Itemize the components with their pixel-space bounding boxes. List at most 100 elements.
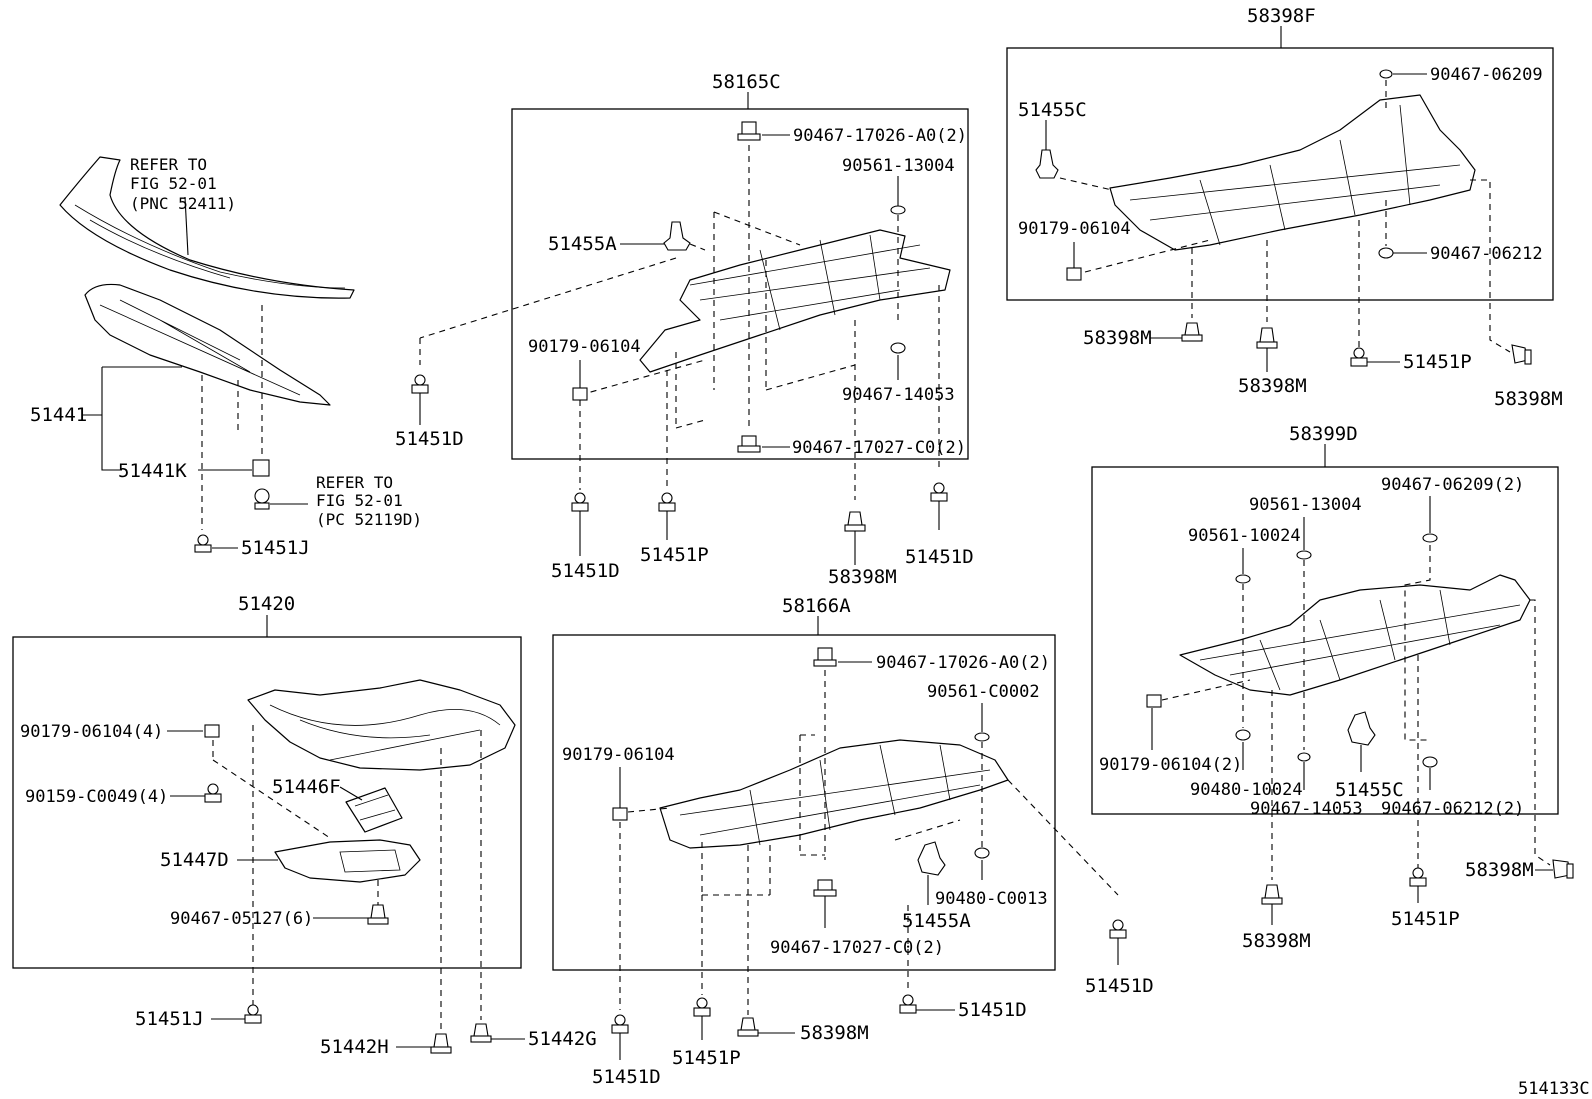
part-label-51455C-b: 51455C <box>1335 779 1404 801</box>
pin-icon <box>1261 884 1283 905</box>
clip-icon <box>1347 711 1376 746</box>
part-label-51451D-e: 51451D <box>1085 975 1154 997</box>
part-label-90179-06104-4: 90179-06104(4) <box>20 722 163 742</box>
refer-pc-label-2: (PC 52119D) <box>316 510 422 529</box>
group-label-58398F: 58398F <box>1247 5 1316 27</box>
diagram-id-label: 514133C <box>1518 1079 1590 1099</box>
nut-icon <box>1379 69 1393 79</box>
part-label-90467-05127-6: 90467-05127(6) <box>170 909 313 929</box>
part-label-90467-17026-A0-2-b: 90467-17026-A0(2) <box>876 653 1050 673</box>
nut-icon <box>1296 550 1312 560</box>
part-label-90467-06212-2: 90467-06212(2) <box>1381 799 1524 819</box>
pin-icon <box>737 1017 759 1037</box>
refer-label: REFER TO <box>130 155 207 174</box>
part-label-90467-14053: 90467-14053 <box>842 385 955 405</box>
nut-icon <box>890 205 906 215</box>
group-label-58165C: 58165C <box>712 71 781 93</box>
pin-icon <box>367 904 389 925</box>
bolt-icon <box>254 488 270 510</box>
part-label-51451P-d: 51451P <box>672 1047 741 1069</box>
under-cover-58398F-part <box>1109 94 1476 251</box>
grommet-icon <box>813 647 837 667</box>
bolt-icon <box>571 492 589 512</box>
part-label-51442G: 51442G <box>528 1028 597 1050</box>
part-label-58398M-f: 58398M <box>1465 859 1534 881</box>
part-label-90467-06212: 90467-06212 <box>1430 244 1543 264</box>
bolt-icon <box>611 1014 629 1034</box>
clip-icon <box>917 841 946 876</box>
part-label-51451P-c: 51451P <box>1391 908 1460 930</box>
nut-icon <box>1297 752 1311 762</box>
part-label-90467-06209: 90467-06209 <box>1430 65 1543 85</box>
part-label-51442H: 51442H <box>320 1036 389 1058</box>
group-label-51420: 51420 <box>238 593 295 615</box>
nut-icon <box>1235 729 1251 741</box>
part-label-90561-10024: 90561-10024 <box>1188 526 1301 546</box>
part-label-90179-06104-e: 90179-06104 <box>562 745 675 765</box>
pin-icon <box>1511 344 1532 365</box>
bolt-icon <box>204 783 222 803</box>
group-label-58399D: 58399D <box>1289 423 1358 445</box>
grommet-icon <box>737 121 761 141</box>
part-label-51446F: 51446F <box>272 776 341 798</box>
part-label-51455C-a: 51455C <box>1018 99 1087 121</box>
part-label-90467-06209-2: 90467-06209(2) <box>1381 475 1524 495</box>
part-label-90179-06104: 90179-06104 <box>528 337 641 357</box>
clip-icon <box>252 459 270 477</box>
grommet-icon <box>813 879 837 897</box>
bolt-icon <box>1109 919 1127 939</box>
part-label-51451D-a: 51451D <box>395 428 464 450</box>
part-label-58398M-a: 58398M <box>828 566 897 588</box>
part-label-90467-14053-b: 90467-14053 <box>1250 799 1363 819</box>
part-label-51451D-c: 51451D <box>905 546 974 568</box>
grommet-icon <box>737 435 761 453</box>
clip-icon <box>612 807 628 821</box>
bolt-icon <box>658 492 676 512</box>
part-label-51447D: 51447D <box>160 849 229 871</box>
under-cover-58166A-part <box>659 739 1009 849</box>
part-label-90480-C0013: 90480-C0013 <box>935 889 1048 909</box>
part-label-58398M-d: 58398M <box>1494 388 1563 410</box>
bolt-icon <box>693 997 711 1017</box>
part-label-90561-13004: 90561-13004 <box>842 156 955 176</box>
clip-icon <box>1035 149 1059 179</box>
nut-icon <box>1422 756 1438 768</box>
part-label-90467-17026-A0-2: 90467-17026-A0(2) <box>793 126 967 146</box>
part-label-51451P-a: 51451P <box>640 544 709 566</box>
part-label-51451J: 51451J <box>241 537 310 559</box>
bolt-icon <box>930 482 948 502</box>
nut-icon <box>974 732 990 742</box>
part-label-90179-06104-b: 90179-06104 <box>1018 219 1131 239</box>
pin-icon <box>470 1023 492 1043</box>
part-label-51451J-b: 51451J <box>135 1008 204 1030</box>
part-label-90467-17027-C0-2-b: 90467-17027-C0(2) <box>770 938 944 958</box>
under-cover-58399D-part <box>1179 574 1531 696</box>
part-label-90179-06104-2: 90179-06104(2) <box>1099 755 1242 775</box>
refer-pnc-label: (PNC 52411) <box>130 194 236 213</box>
pin-icon <box>430 1033 452 1054</box>
clip-icon <box>572 387 588 401</box>
group-label-58166A: 58166A <box>782 595 851 617</box>
refer-label-2: REFER TO <box>316 473 393 492</box>
clip-icon <box>1146 694 1162 708</box>
part-label-90561-C0002: 90561-C0002 <box>927 682 1040 702</box>
part-label-90561-13004-b: 90561-13004 <box>1249 495 1362 515</box>
pin-icon <box>844 511 866 532</box>
pin-icon <box>1552 859 1574 879</box>
part-label-51451D-d: 51451D <box>958 999 1027 1021</box>
nut-icon <box>1378 247 1394 259</box>
bumper-cover-part <box>59 156 355 299</box>
nut-icon <box>1235 574 1251 584</box>
clip-icon <box>204 724 220 738</box>
part-label-51451P-b: 51451P <box>1403 351 1472 373</box>
under-cover-51420-part <box>247 679 516 771</box>
bolt-icon <box>899 994 917 1014</box>
part-label-51441: 51441 <box>30 404 87 426</box>
part-label-51441K: 51441K <box>118 460 187 482</box>
engine-under-cover-51441-part <box>84 283 331 406</box>
nut-icon <box>890 342 906 354</box>
part-label-51455A-b: 51455A <box>902 910 971 932</box>
clip-icon <box>663 221 691 251</box>
bolt-icon <box>244 1004 262 1024</box>
